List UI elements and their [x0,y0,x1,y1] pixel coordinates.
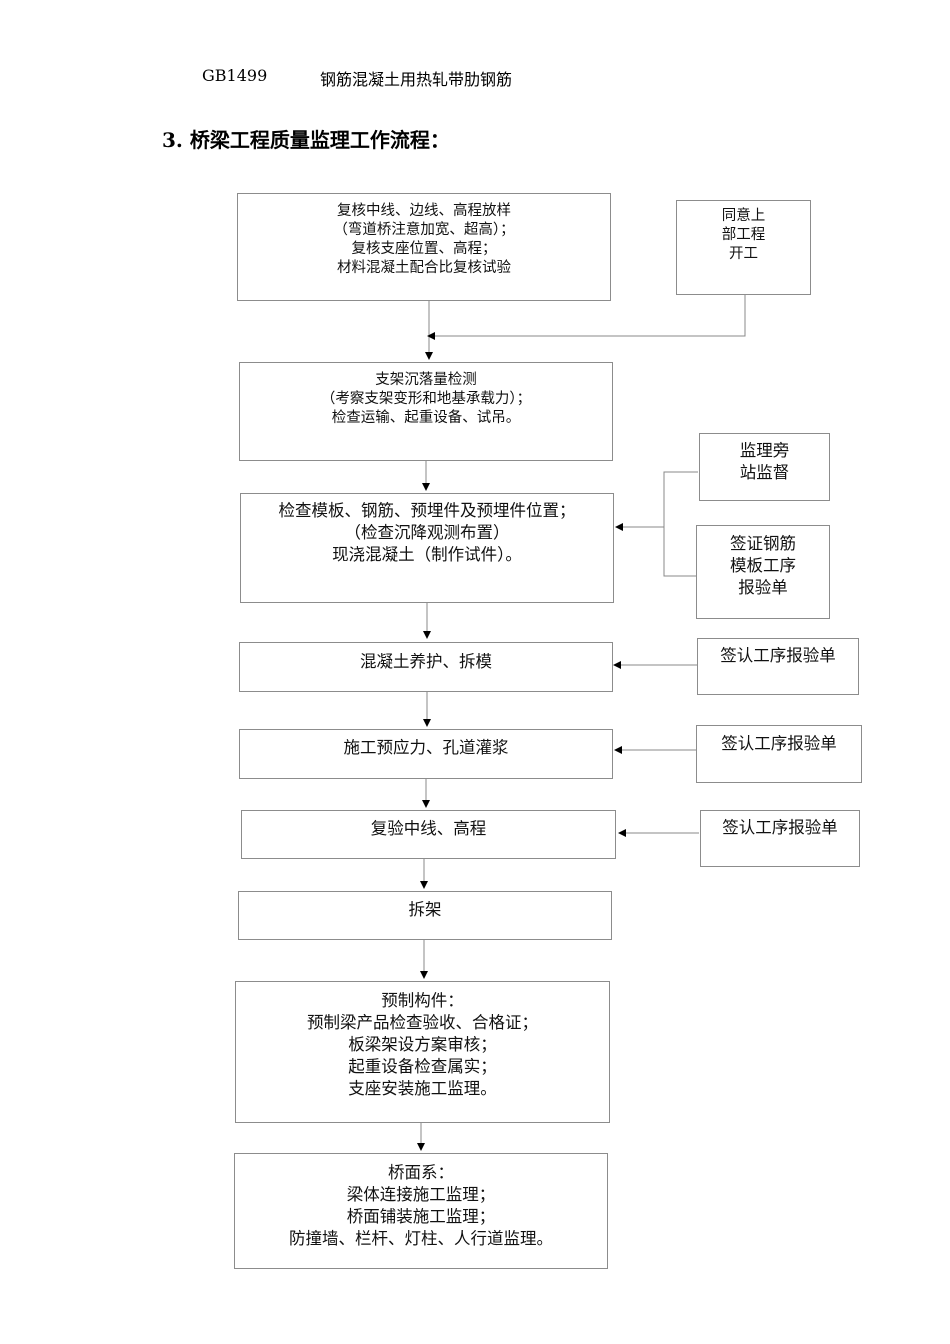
step-2-box: 支架沉落量检测 （考察支架变形和地基承载力）； 检查运输、起重设备、试吊。 [239,362,613,461]
step-7-label: 拆架 [408,900,442,919]
step-5-label: 施工预应力、孔道灌浆 [343,738,509,757]
side-5-label: 签认工序报验单 [721,734,837,753]
step-4-label: 混凝土养护、拆模 [360,652,492,671]
step-6-label: 复验中线、高程 [370,819,487,838]
step-3-line: 检查模板、钢筋、预埋件及预埋件位置； [278,501,576,520]
side-start-line: 部工程 [721,227,766,243]
step-3-box: 检查模板、钢筋、预埋件及预埋件位置； （检查沉降观测布置） 现浇混凝土（制作试件… [240,493,614,603]
side-sign-line: 模板工序 [730,556,796,575]
side-5-box: 签认工序报验单 [696,725,862,783]
step-8-line: 预制梁产品检查验收、合格证； [307,1013,538,1032]
step-9-line: 防撞墙、栏杆、灯柱、人行道监理。 [289,1229,553,1248]
step-5-box: 施工预应力、孔道灌浆 [239,729,613,779]
step-6-box: 复验中线、高程 [241,810,616,859]
side-start-box: 同意上 部工程 开工 [676,200,811,295]
side-6-label: 签认工序报验单 [722,818,838,837]
section-title: 3. 桥梁工程质量监理工作流程： [162,128,450,152]
side-start-line: 开工 [729,246,758,262]
step-8-line: 预制构件： [381,991,464,1010]
side-supervise-line: 站监督 [739,463,790,482]
step-8-box: 预制构件： 预制梁产品检查验收、合格证； 板梁架设方案审核； 起重设备检查属实；… [235,981,610,1123]
standard-title: 钢筋混凝土用热轧带肋钢筋 [320,70,513,89]
step-3-line: （检查沉降观测布置） [344,523,510,542]
side-sign-box: 签证钢筋 模板工序 报验单 [696,525,830,619]
step-8-line: 支座安装施工监理。 [348,1079,497,1098]
step-2-line: （考察支架变形和地基承载力）； [320,391,532,407]
step-9-line: 梁体连接施工监理； [346,1185,496,1204]
step-9-box: 桥面系： 梁体连接施工监理； 桥面铺装施工监理； 防撞墙、栏杆、灯柱、人行道监理… [234,1153,608,1269]
step-1-line: 材料混凝土配合比复核试验 [337,260,511,276]
side-4-box: 签认工序报验单 [697,638,859,695]
step-9-line: 桥面铺装施工监理； [346,1207,496,1226]
step-9-line: 桥面系： [388,1163,454,1182]
step-2-line: 支架沉落量检测 [375,372,477,388]
side-supervise-line: 监理旁 [739,441,790,460]
step-4-box: 混凝土养护、拆模 [239,642,613,692]
side-4-label: 签认工序报验单 [720,646,836,665]
step-3-line: 现浇混凝土（制作试件）。 [332,545,522,564]
connector-start [427,295,746,340]
step-1-line: 复核支座位置、高程； [351,241,497,257]
step-1-line: （弯道桥注意加宽、超高）； [333,222,515,238]
step-2-line: 检查运输、起重设备、试吊。 [331,410,521,426]
connector-bracket [663,471,698,577]
side-supervise-box: 监理旁 站监督 [699,433,830,501]
side-start-line: 同意上 [721,208,766,224]
step-1-line: 复核中线、边线、高程放样 [337,203,511,219]
step-1-box: 复核中线、边线、高程放样 （弯道桥注意加宽、超高）； 复核支座位置、高程； 材料… [237,193,611,301]
side-sign-line: 签证钢筋 [730,534,796,553]
step-8-line: 起重设备检查属实； [348,1057,497,1076]
standard-code: GB1499 [202,66,268,85]
step-7-box: 拆架 [238,891,612,940]
side-sign-line: 报验单 [738,578,788,597]
side-6-box: 签认工序报验单 [700,810,860,867]
step-8-line: 板梁架设方案审核； [348,1035,497,1054]
